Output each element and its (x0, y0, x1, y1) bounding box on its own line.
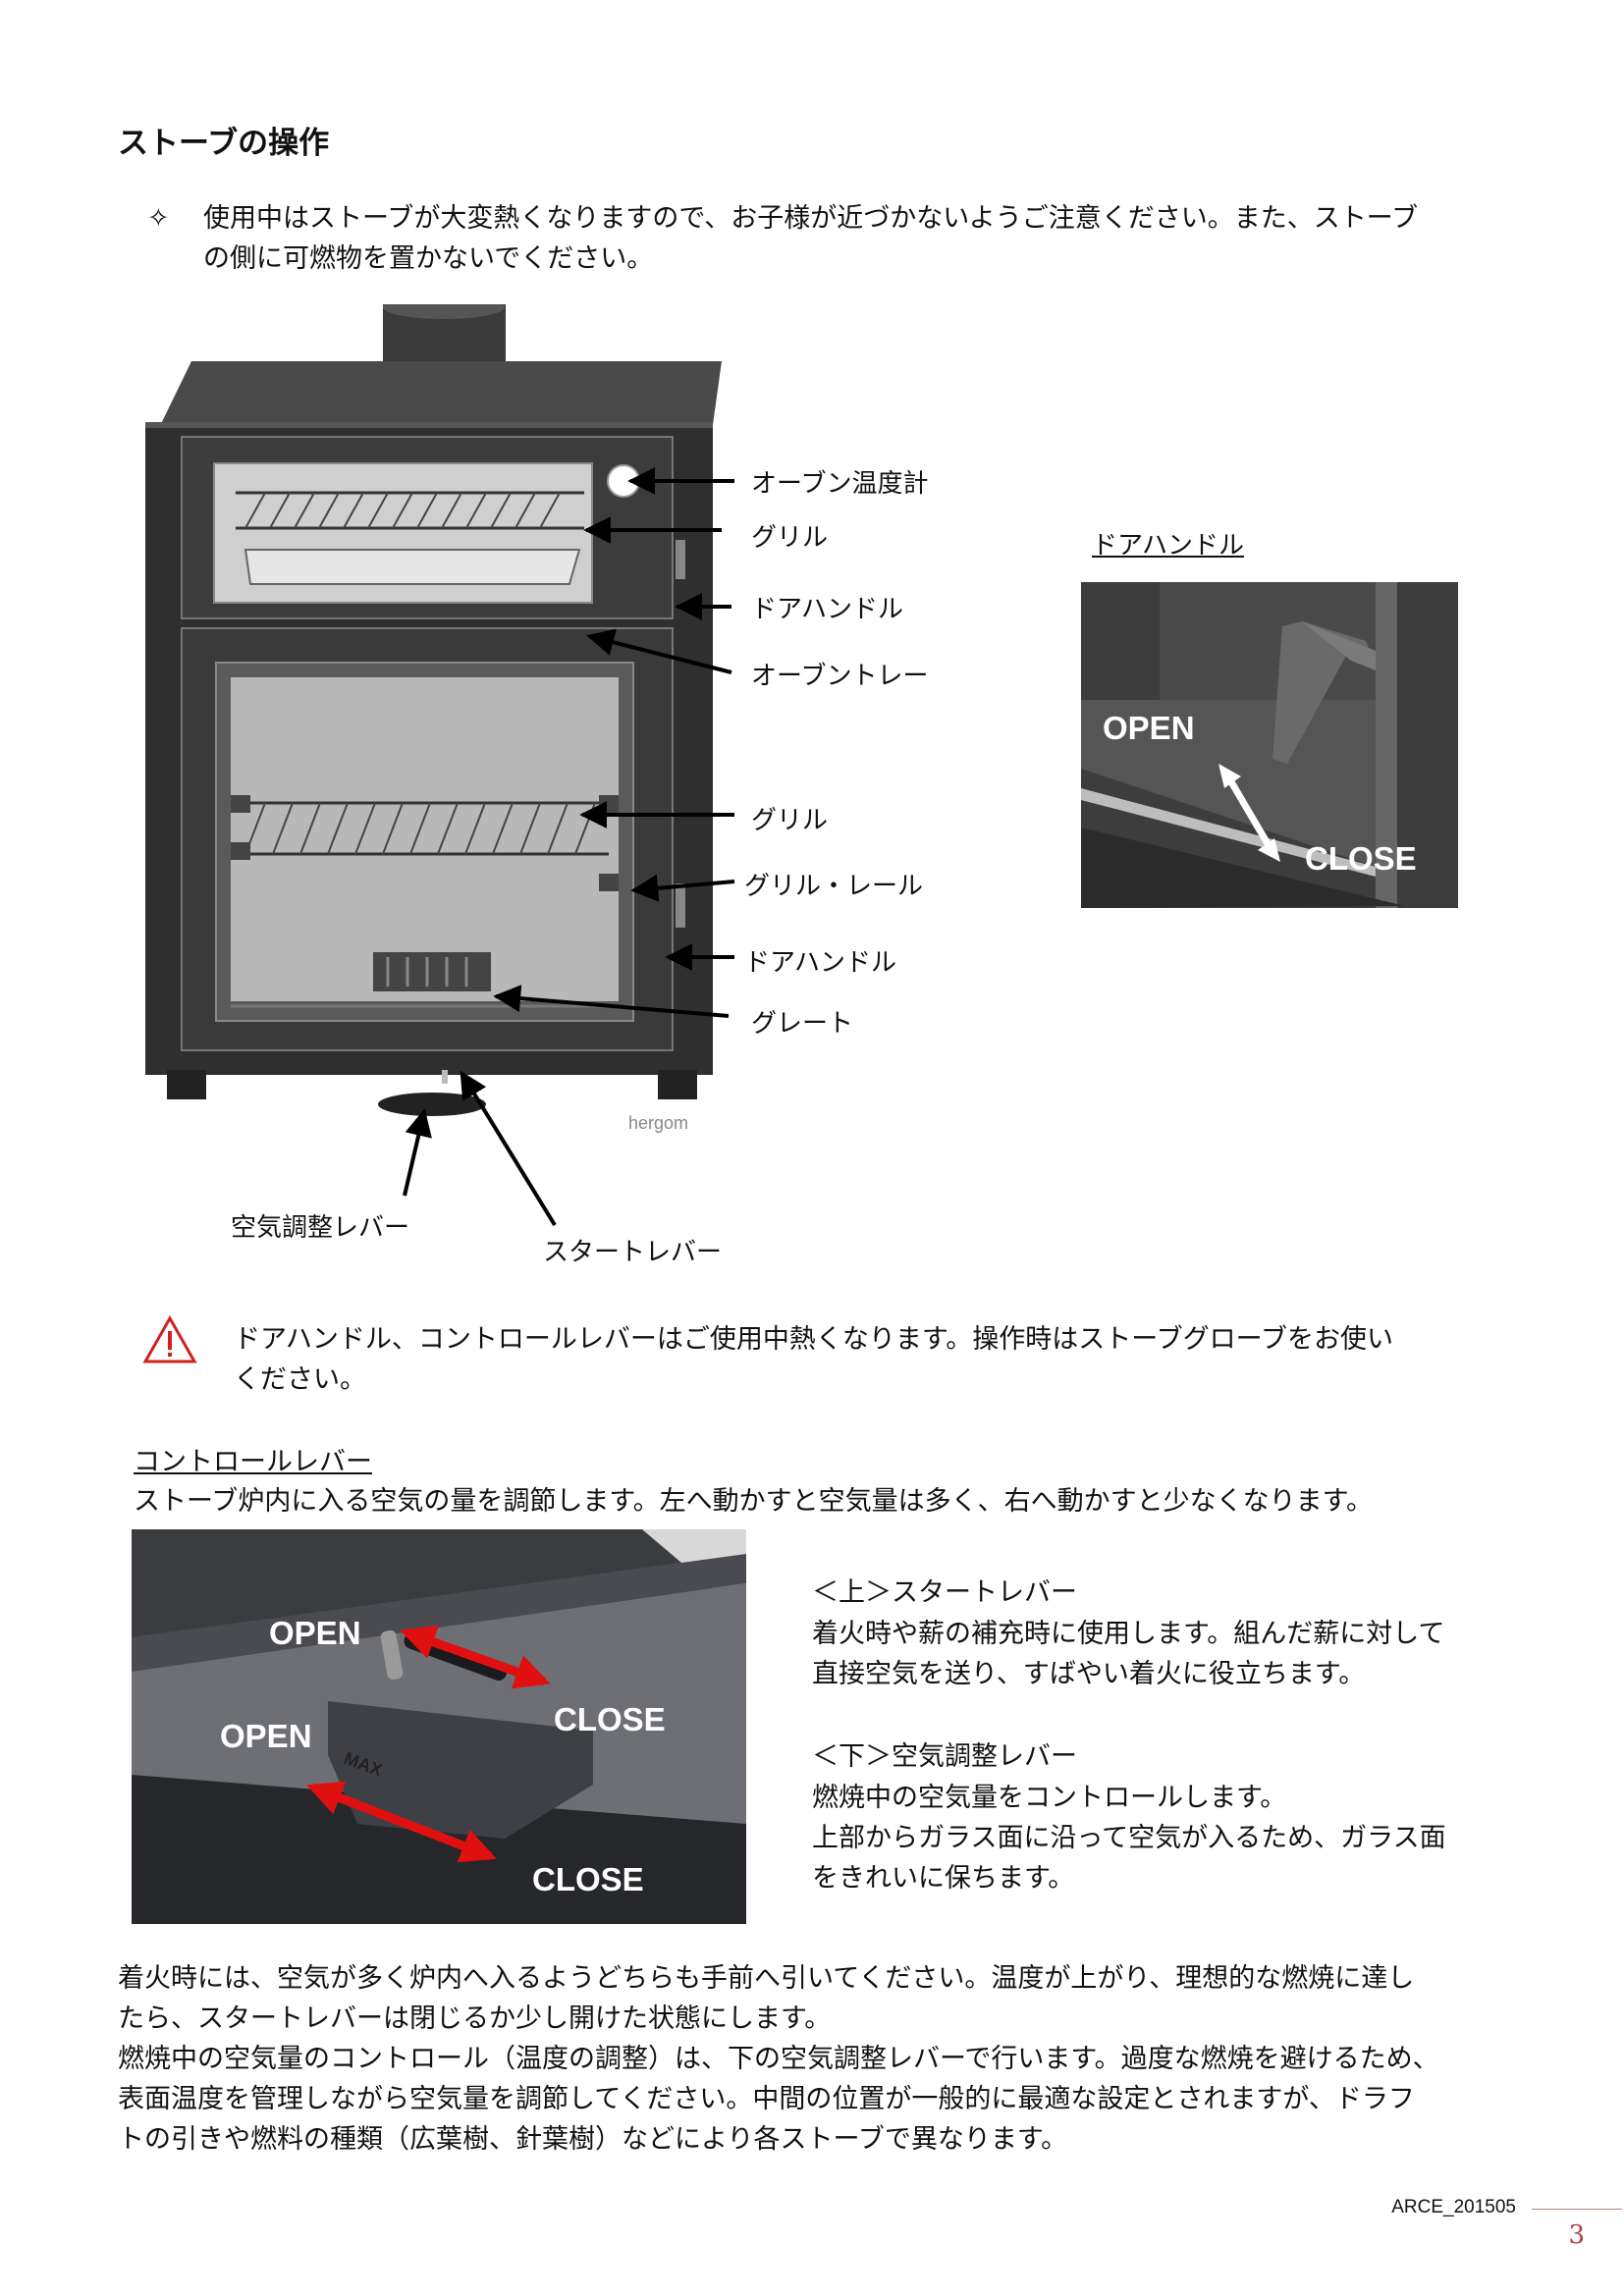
label-grill-top: グリル (751, 523, 829, 553)
handle-open-label: OPEN (1103, 710, 1195, 746)
upper-lever-line-2: 直接空気を送り、すばやい着火に役立ちます。 (812, 1659, 1366, 1689)
label-oven-tray: オーブントレー (751, 662, 929, 691)
label-start-lever: スタートレバー (543, 1238, 723, 1267)
door-handle-panel-title: ドアハンドル (1092, 531, 1244, 561)
lower-lever-line-2: 上部からガラス面に沿って空気が入るため、ガラス面 (812, 1823, 1446, 1853)
control-lever-heading: コントロールレバー (134, 1447, 372, 1477)
lower-lever-line-1: 燃焼中の空気量をコントロールします。 (812, 1783, 1287, 1813)
label-grill-rail: グリル・レール (744, 872, 924, 901)
intro-line-1: 使用中はストーブが大変熱くなりますので、お子様が近づかないようご注意ください。ま… (203, 203, 1419, 234)
handle-close-label: CLOSE (1305, 840, 1417, 877)
label-air-lever: 空気調整レバー (231, 1213, 410, 1243)
air-lever-open: OPEN (220, 1718, 312, 1754)
page-title: ストーブの操作 (118, 126, 330, 161)
brand-mark: hergom (628, 1113, 688, 1133)
control-lever-description: ストーブ炉内に入る空気の量を調節します。左へ動かすと空気量は多く、右へ動かすと少… (134, 1486, 1373, 1517)
label-door-handle-top: ドアハンドル (751, 595, 903, 624)
air-lever-close: CLOSE (532, 1861, 644, 1897)
upper-lever-title: ＜上＞スタートレバー (812, 1577, 1077, 1608)
warning-triangle-icon (142, 1315, 197, 1363)
lower-lever-line-3: をきれいに保ちます。 (812, 1863, 1075, 1894)
start-lever-close: CLOSE (554, 1701, 666, 1737)
control-lever-photo: MAX OPEN CLOSE OPEN CLOSE (132, 1529, 746, 1924)
closing-line-4: 表面温度を管理しながら空気量を調節してください。中間の位置が一般的に最適な設定と… (118, 2084, 1415, 2114)
closing-line-3: 燃焼中の空気量のコントロール（温度の調整）は、下の空気調整レバーで行います。過度… (118, 2044, 1439, 2074)
door-handle-photo: OPEN CLOSE (1081, 582, 1458, 908)
label-door-handle-bottom: ドアハンドル (744, 948, 896, 978)
footer-rule (1532, 2209, 1622, 2210)
closing-line-5: トの引きや燃料の種類（広葉樹、針葉樹）などにより各ストーブで異なります。 (118, 2124, 1068, 2155)
lower-lever-title: ＜下＞空気調整レバー (812, 1741, 1077, 1772)
page-number: 3 (1568, 2220, 1585, 2250)
upper-lever-line-1: 着火時や薪の補充時に使用します。組んだ薪に対して (812, 1619, 1445, 1649)
label-oven-thermometer: オーブン温度計 (751, 469, 929, 499)
document-code: ARCE_201505 (1391, 2197, 1516, 2217)
intro-line-2: の側に可燃物を置かないでください。 (203, 243, 654, 274)
bullet-icon: ✧ (147, 203, 170, 234)
warning-line-1: ドアハンドル、コントロールレバーはご使用中熱くなります。操作時はストーブグローブ… (234, 1324, 1393, 1355)
label-grate: グレート (751, 1009, 854, 1039)
closing-line-2: たら、スタートレバーは閉じるか少し開けた状態にします。 (118, 2003, 832, 2034)
start-lever-open: OPEN (269, 1615, 361, 1651)
label-grill-bottom: グリル (751, 806, 829, 835)
closing-line-1: 着火時には、空気が多く炉内へ入るようどちらも手前へ引いてください。温度が上がり、… (118, 1963, 1415, 1994)
warning-line-2: ください。 (234, 1364, 366, 1395)
